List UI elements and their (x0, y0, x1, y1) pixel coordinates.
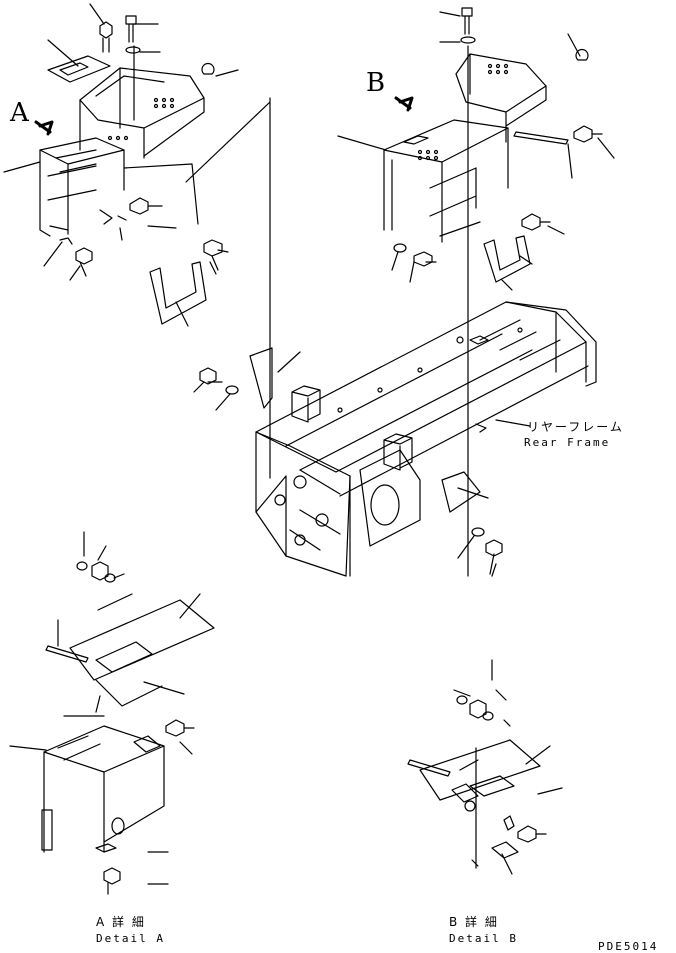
rear-frame-label-jp: リヤーフレーム (527, 420, 624, 434)
detail-a-drawing (9, 531, 215, 895)
view-a-marker: A (10, 98, 29, 128)
drawing-code: PDE5014 (598, 940, 659, 953)
detail-b-title-en: Detail B (449, 932, 518, 945)
detail-b-title-jp: B 詳 細 (449, 915, 499, 929)
detail-a-title-jp: A 詳 細 (96, 915, 146, 929)
view-arrows (34, 96, 414, 136)
rear-frame-label-en: Rear Frame (524, 436, 611, 449)
right-step-assembly (185, 7, 615, 577)
left-step-assembly (3, 3, 239, 327)
detail-b-drawing (407, 659, 563, 875)
detail-a-title-en: Detail A (96, 932, 165, 945)
rear-frame (193, 301, 597, 577)
view-b-marker: B (366, 68, 386, 98)
